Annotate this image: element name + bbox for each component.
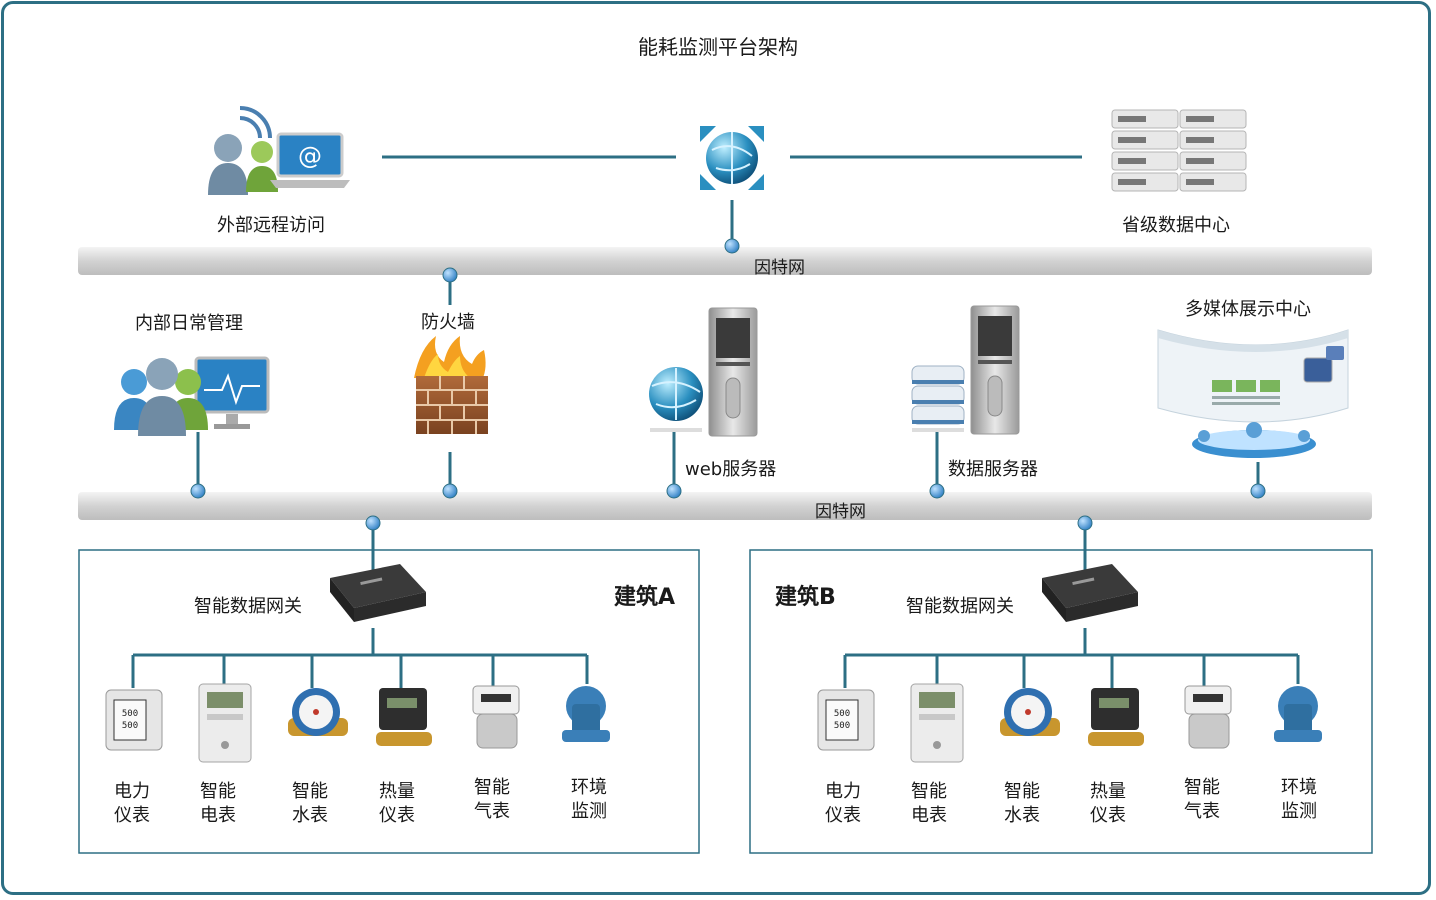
- gateway-a-label: 智能数据网关: [194, 596, 302, 617]
- svg-text:500: 500: [122, 709, 138, 719]
- firewall-label: 防火墙: [421, 312, 475, 333]
- internal-management-icon: [114, 356, 270, 436]
- provincial-dc-label: 省级数据中心: [1122, 215, 1230, 236]
- meter-b-1-label: 智能电表: [911, 781, 947, 826]
- bus-node-dots: [190, 238, 1266, 531]
- internet-bus-bottom: [78, 492, 1372, 520]
- datacenter-icon: [1111, 109, 1247, 192]
- internet-label-bottom: 因特网: [815, 502, 866, 522]
- gateway-b-label: 智能数据网关: [906, 596, 1014, 617]
- svg-text:500: 500: [122, 721, 138, 731]
- data-server-icon: [911, 305, 1020, 435]
- meter-links-b: [843, 628, 1300, 690]
- remote-access-icon: @: [208, 106, 350, 195]
- meter-a-3-label: 热量仪表: [379, 781, 415, 826]
- smart-electric-meter-icon: [910, 683, 964, 763]
- web-server-label: web服务器: [685, 459, 777, 480]
- meter-a-5-label: 环境监测: [571, 777, 607, 822]
- meter-links-a: [131, 628, 589, 690]
- heat-meter-icon: [1088, 688, 1144, 746]
- smart-gas-meter-icon: [1184, 685, 1232, 749]
- gateway-b-icon: [1042, 564, 1138, 622]
- remote-access-label: 外部远程访问: [217, 215, 325, 236]
- svg-text:@: @: [298, 142, 322, 170]
- meter-a-2-label: 智能水表: [292, 781, 328, 826]
- building-a-title: 建筑A: [614, 585, 676, 610]
- svg-text:500: 500: [834, 721, 850, 731]
- meter-a-4-label: 智能气表: [474, 777, 510, 822]
- meter-b-0-label: 电力仪表: [825, 781, 861, 826]
- meters-a-icons: 500 500: [105, 683, 610, 763]
- power-meter-icon: 500 500: [105, 689, 163, 751]
- meter-b-2-label: 智能水表: [1004, 781, 1040, 826]
- meter-b-4-label: 智能气表: [1184, 777, 1220, 822]
- meter-a-0-label: 电力仪表: [114, 781, 150, 826]
- meter-b-5-label: 环境监测: [1281, 777, 1317, 822]
- multimedia-center-label: 多媒体展示中心: [1185, 299, 1311, 320]
- smart-electric-meter-icon: [198, 683, 252, 763]
- environment-monitor-icon: [1274, 686, 1322, 742]
- web-server-icon: [649, 307, 758, 437]
- building-b-box: [749, 549, 1373, 854]
- internet-hub-icon: [700, 126, 764, 190]
- diagram-title: 能耗监测平台架构: [638, 35, 798, 59]
- smart-gas-meter-icon: [472, 685, 520, 749]
- svg-text:500: 500: [834, 709, 850, 719]
- power-meter-icon: 500 500: [817, 689, 875, 751]
- meters-b-icons: 500 500: [817, 683, 1322, 763]
- gateway-a-icon: [330, 564, 426, 622]
- internal-mgmt-label: 内部日常管理: [135, 313, 243, 334]
- building-a-box: [78, 549, 700, 854]
- firewall-icon: [414, 336, 488, 434]
- environment-monitor-icon: [562, 686, 610, 742]
- building-b-title: 建筑B: [775, 585, 836, 610]
- multimedia-center-icon: [1157, 329, 1349, 458]
- data-server-label: 数据服务器: [948, 459, 1038, 480]
- smart-water-meter-icon: [1000, 688, 1060, 736]
- heat-meter-icon: [376, 688, 432, 746]
- meter-a-1-label: 智能电表: [200, 781, 236, 826]
- internet-bus-top: [78, 247, 1372, 275]
- smart-water-meter-icon: [288, 688, 348, 736]
- meter-b-3-label: 热量仪表: [1090, 781, 1126, 826]
- internet-label-top: 因特网: [754, 258, 805, 278]
